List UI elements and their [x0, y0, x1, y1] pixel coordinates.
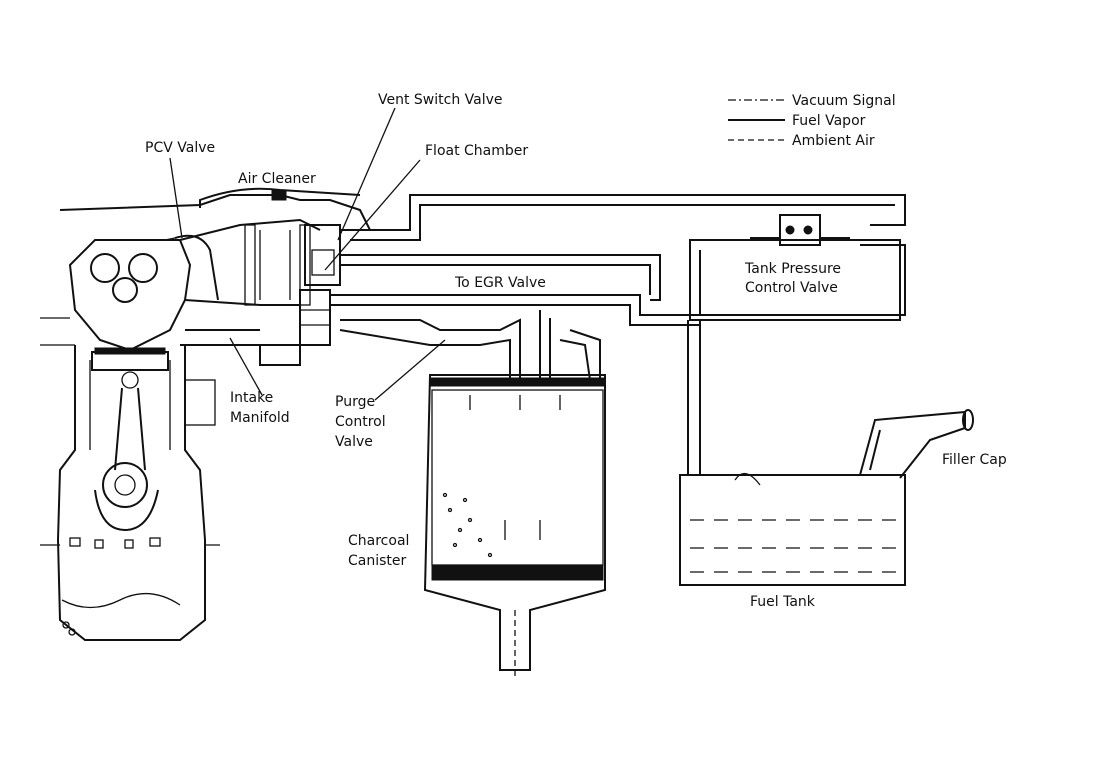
label-intake-line2: Manifold	[230, 410, 290, 426]
label-air-cleaner: Air Cleaner	[238, 171, 316, 187]
label-intake-line1: Intake	[230, 390, 273, 406]
label-purge-line1: Purge	[335, 394, 375, 410]
label-to-egr-valve: To EGR Valve	[454, 275, 546, 291]
label-vent-switch-valve: Vent Switch Valve	[378, 92, 503, 108]
label-filler-cap: Filler Cap	[942, 452, 1007, 468]
vapor-lines	[330, 194, 906, 475]
label-pcv-valve: PCV Valve	[145, 140, 215, 156]
label-tank-pressure-line2: Control Valve	[745, 280, 838, 296]
charcoal-canister	[423, 374, 606, 680]
label-float-chamber: Float Chamber	[425, 143, 528, 159]
label-purge-line3: Valve	[335, 434, 373, 450]
label-tank-pressure-line1: Tank Pressure	[744, 261, 841, 277]
legend: Vacuum Signal Fuel Vapor Ambient Air	[728, 93, 896, 149]
engine-block	[40, 239, 220, 641]
label-charcoal-line1: Charcoal	[348, 533, 409, 549]
label-charcoal-line2: Canister	[348, 553, 407, 569]
legend-label-vacuum-signal: Vacuum Signal	[792, 93, 896, 109]
legend-label-fuel-vapor: Fuel Vapor	[792, 113, 866, 129]
label-fuel-tank: Fuel Tank	[750, 594, 816, 610]
labels: Vent Switch Valve PCV Valve Float Chambe…	[145, 92, 1007, 610]
leader-lines	[169, 107, 446, 401]
label-purge-line2: Control	[335, 414, 386, 430]
intake-manifold-body	[59, 187, 371, 366]
fuel-tank	[679, 409, 974, 586]
legend-label-ambient-air: Ambient Air	[792, 133, 875, 149]
